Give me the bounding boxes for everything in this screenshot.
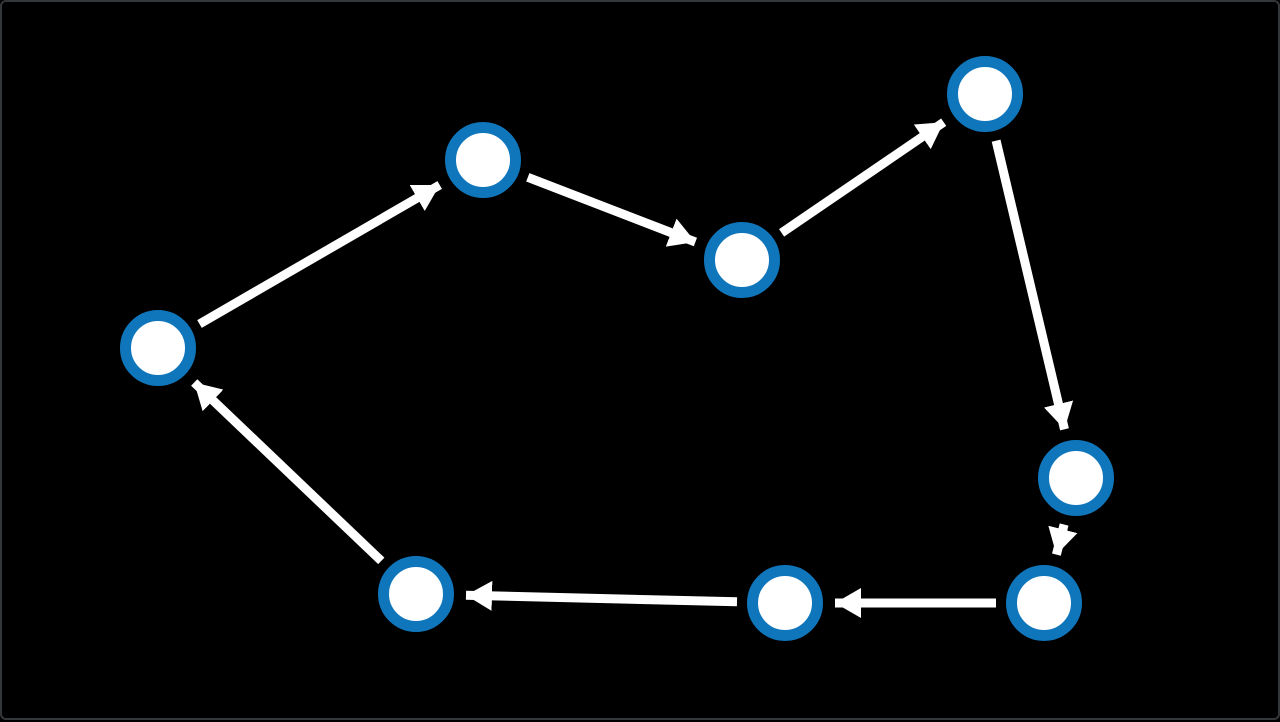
graph-edge-n-top-right-to-n-right	[991, 139, 1074, 431]
graph-node-n-upper-mid	[445, 122, 521, 198]
graph-edge-n-right-to-n-bottom-right	[1048, 523, 1078, 556]
graph-edge-n-left-to-n-upper-mid	[197, 181, 442, 328]
graph-node-n-right	[1038, 440, 1114, 516]
graph-node-n-top-right	[947, 56, 1023, 132]
graph-node-n-bottom-mid	[747, 565, 823, 641]
graph-edge-n-center-to-n-top-right	[779, 118, 947, 237]
graph-edge-n-upper-mid-to-n-center	[526, 173, 698, 247]
graph-edge-n-bottom-left-to-n-left	[191, 379, 385, 565]
graph-node-n-bottom-left	[378, 556, 454, 632]
graph-node-n-bottom-right	[1006, 565, 1082, 641]
graph-node-n-center	[704, 222, 780, 298]
graph-node-n-left	[120, 310, 196, 386]
graph-edge-n-bottom-mid-to-n-bottom-left	[465, 580, 738, 611]
